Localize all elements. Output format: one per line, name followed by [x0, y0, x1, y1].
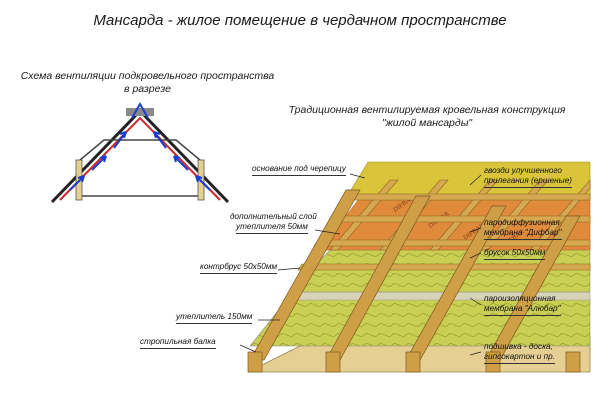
label-tile-base: основание под черепицу: [252, 164, 346, 176]
ventilation-scheme-caption: Схема вентиляции подкровельного простран…: [10, 70, 285, 96]
label-vapor-barrier-line1: пароизоляционная: [484, 294, 556, 303]
roof-construction-caption-line1: Традиционная вентилируемая кровельная ко…: [288, 104, 566, 116]
airflow-arrows: [69, 101, 211, 191]
leader-lines: [239, 173, 482, 356]
label-lining-line1: подшивка - доска,: [484, 342, 553, 351]
label-vapor-diffusion-line1: пародиффузионная: [484, 218, 560, 227]
label-vapor-barrier-line2: мембрана "Алюбар": [484, 304, 561, 316]
label-vapor-diffusion-line2: мембрана "Дифбар": [484, 228, 562, 240]
label-batten: брусок 50x50мм: [484, 248, 546, 260]
label-nails-line2: прилегания (ершеные): [484, 176, 572, 188]
label-extra-insulation-line2: утеплителя 50мм: [236, 222, 308, 234]
ventilation-scheme-caption-line1: Схема вентиляции подкровельного простран…: [20, 70, 275, 82]
label-insulation: утеплитель 150мм: [176, 312, 253, 324]
label-nails-line1: гвозди улучшенного: [484, 166, 562, 175]
roof-construction-caption: Традиционная вентилируемая кровельная ко…: [262, 104, 592, 130]
page-title: Мансарда - жилое помещение в чердачном п…: [93, 12, 507, 29]
ventilation-scheme-caption-line2: в разрезе: [124, 83, 171, 95]
label-counter-batten: контрбрус 50x50мм: [200, 262, 278, 274]
label-rafter: стропильная балка: [140, 337, 216, 349]
label-extra-insulation-line1: дополнительный слой: [230, 212, 317, 221]
bottom-beams: [247, 351, 581, 373]
label-lining-line2: гипсокартон и пр.: [484, 352, 555, 364]
roof-construction-caption-line2: "жилой мансарды": [381, 117, 473, 129]
